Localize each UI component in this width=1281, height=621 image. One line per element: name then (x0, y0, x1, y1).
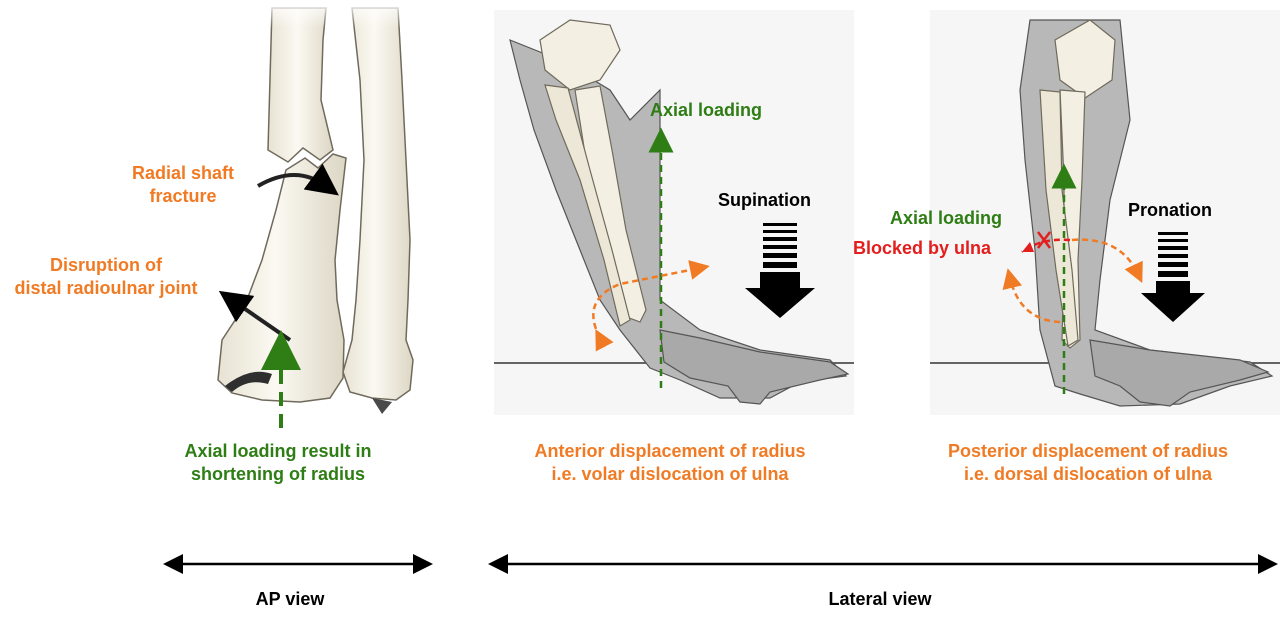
radial-shaft-fracture-line-1: Radial shaft (131, 163, 235, 183)
drj-disruption-line-1: Disruption of (50, 255, 162, 275)
fracture-rotation-arrow (256, 163, 339, 196)
ap-axial-loading-line-1: Axial loading result in (184, 441, 372, 461)
supination-rotation-arrow (745, 223, 815, 318)
supination-caption-line-1: Anterior displacement of radius (534, 441, 806, 461)
blocked-by-ulna-label: Blocked by ulna (853, 238, 992, 258)
pronation-caption: Posterior displacement of radius i.e. do… (910, 440, 1266, 486)
radius-proximal-fragment (267, 7, 334, 163)
radial-shaft-fracture-label: Radial shaft fracture (113, 162, 253, 208)
pronation-caption-line-1: Posterior displacement of radius (947, 441, 1229, 461)
radius-articular-shadow (225, 371, 272, 392)
supination-caption-line-2: i.e. volar dislocation of ulna (551, 464, 789, 484)
pronation-blocked-arrow (1021, 238, 1071, 253)
blocked-x-mark (1037, 231, 1051, 249)
radial-shaft-fracture-line-2: fracture (149, 186, 217, 206)
ulna-bone (342, 7, 414, 401)
pronation-rotation-arrow (1141, 232, 1205, 322)
lateral-pronation-illustration (930, 10, 1280, 415)
supination-label: Supination (718, 190, 811, 210)
pronation-hand (1089, 339, 1270, 407)
pronation-label: Pronation (1128, 200, 1212, 220)
supination-displacement-arrow (592, 260, 710, 352)
supination-caption: Anterior displacement of radius i.e. vol… (490, 440, 850, 486)
drj-disruption-label: Disruption of distal radioulnar joint (0, 254, 212, 300)
pronation-displacement-arrow-left (1002, 268, 1061, 324)
lateral-view-label: Lateral view (828, 589, 932, 609)
lateral-supination-illustration (494, 10, 854, 415)
ap-axial-loading-line-2: shortening of radius (190, 464, 365, 484)
ulna-styloid (372, 398, 392, 414)
supination-humerus (539, 19, 621, 91)
pronation-ulna-bone (1039, 89, 1079, 347)
pronation-displacement-arrow-right (1071, 238, 1143, 284)
pronation-caption-line-2: i.e. dorsal dislocation of ulna (963, 464, 1213, 484)
pronation-humerus (1054, 19, 1116, 99)
drj-disruption-line-2: distal radioulnar joint (14, 278, 198, 298)
pronation-axial-loading-label: Axial loading (890, 208, 1003, 228)
supination-axial-loading-label: Axial loading (650, 100, 763, 120)
ap-view-label: AP view (255, 589, 325, 609)
ap-axial-loading-caption: Axial loading result in shortening of ra… (150, 440, 406, 486)
ap-bones-illustration (200, 0, 440, 428)
